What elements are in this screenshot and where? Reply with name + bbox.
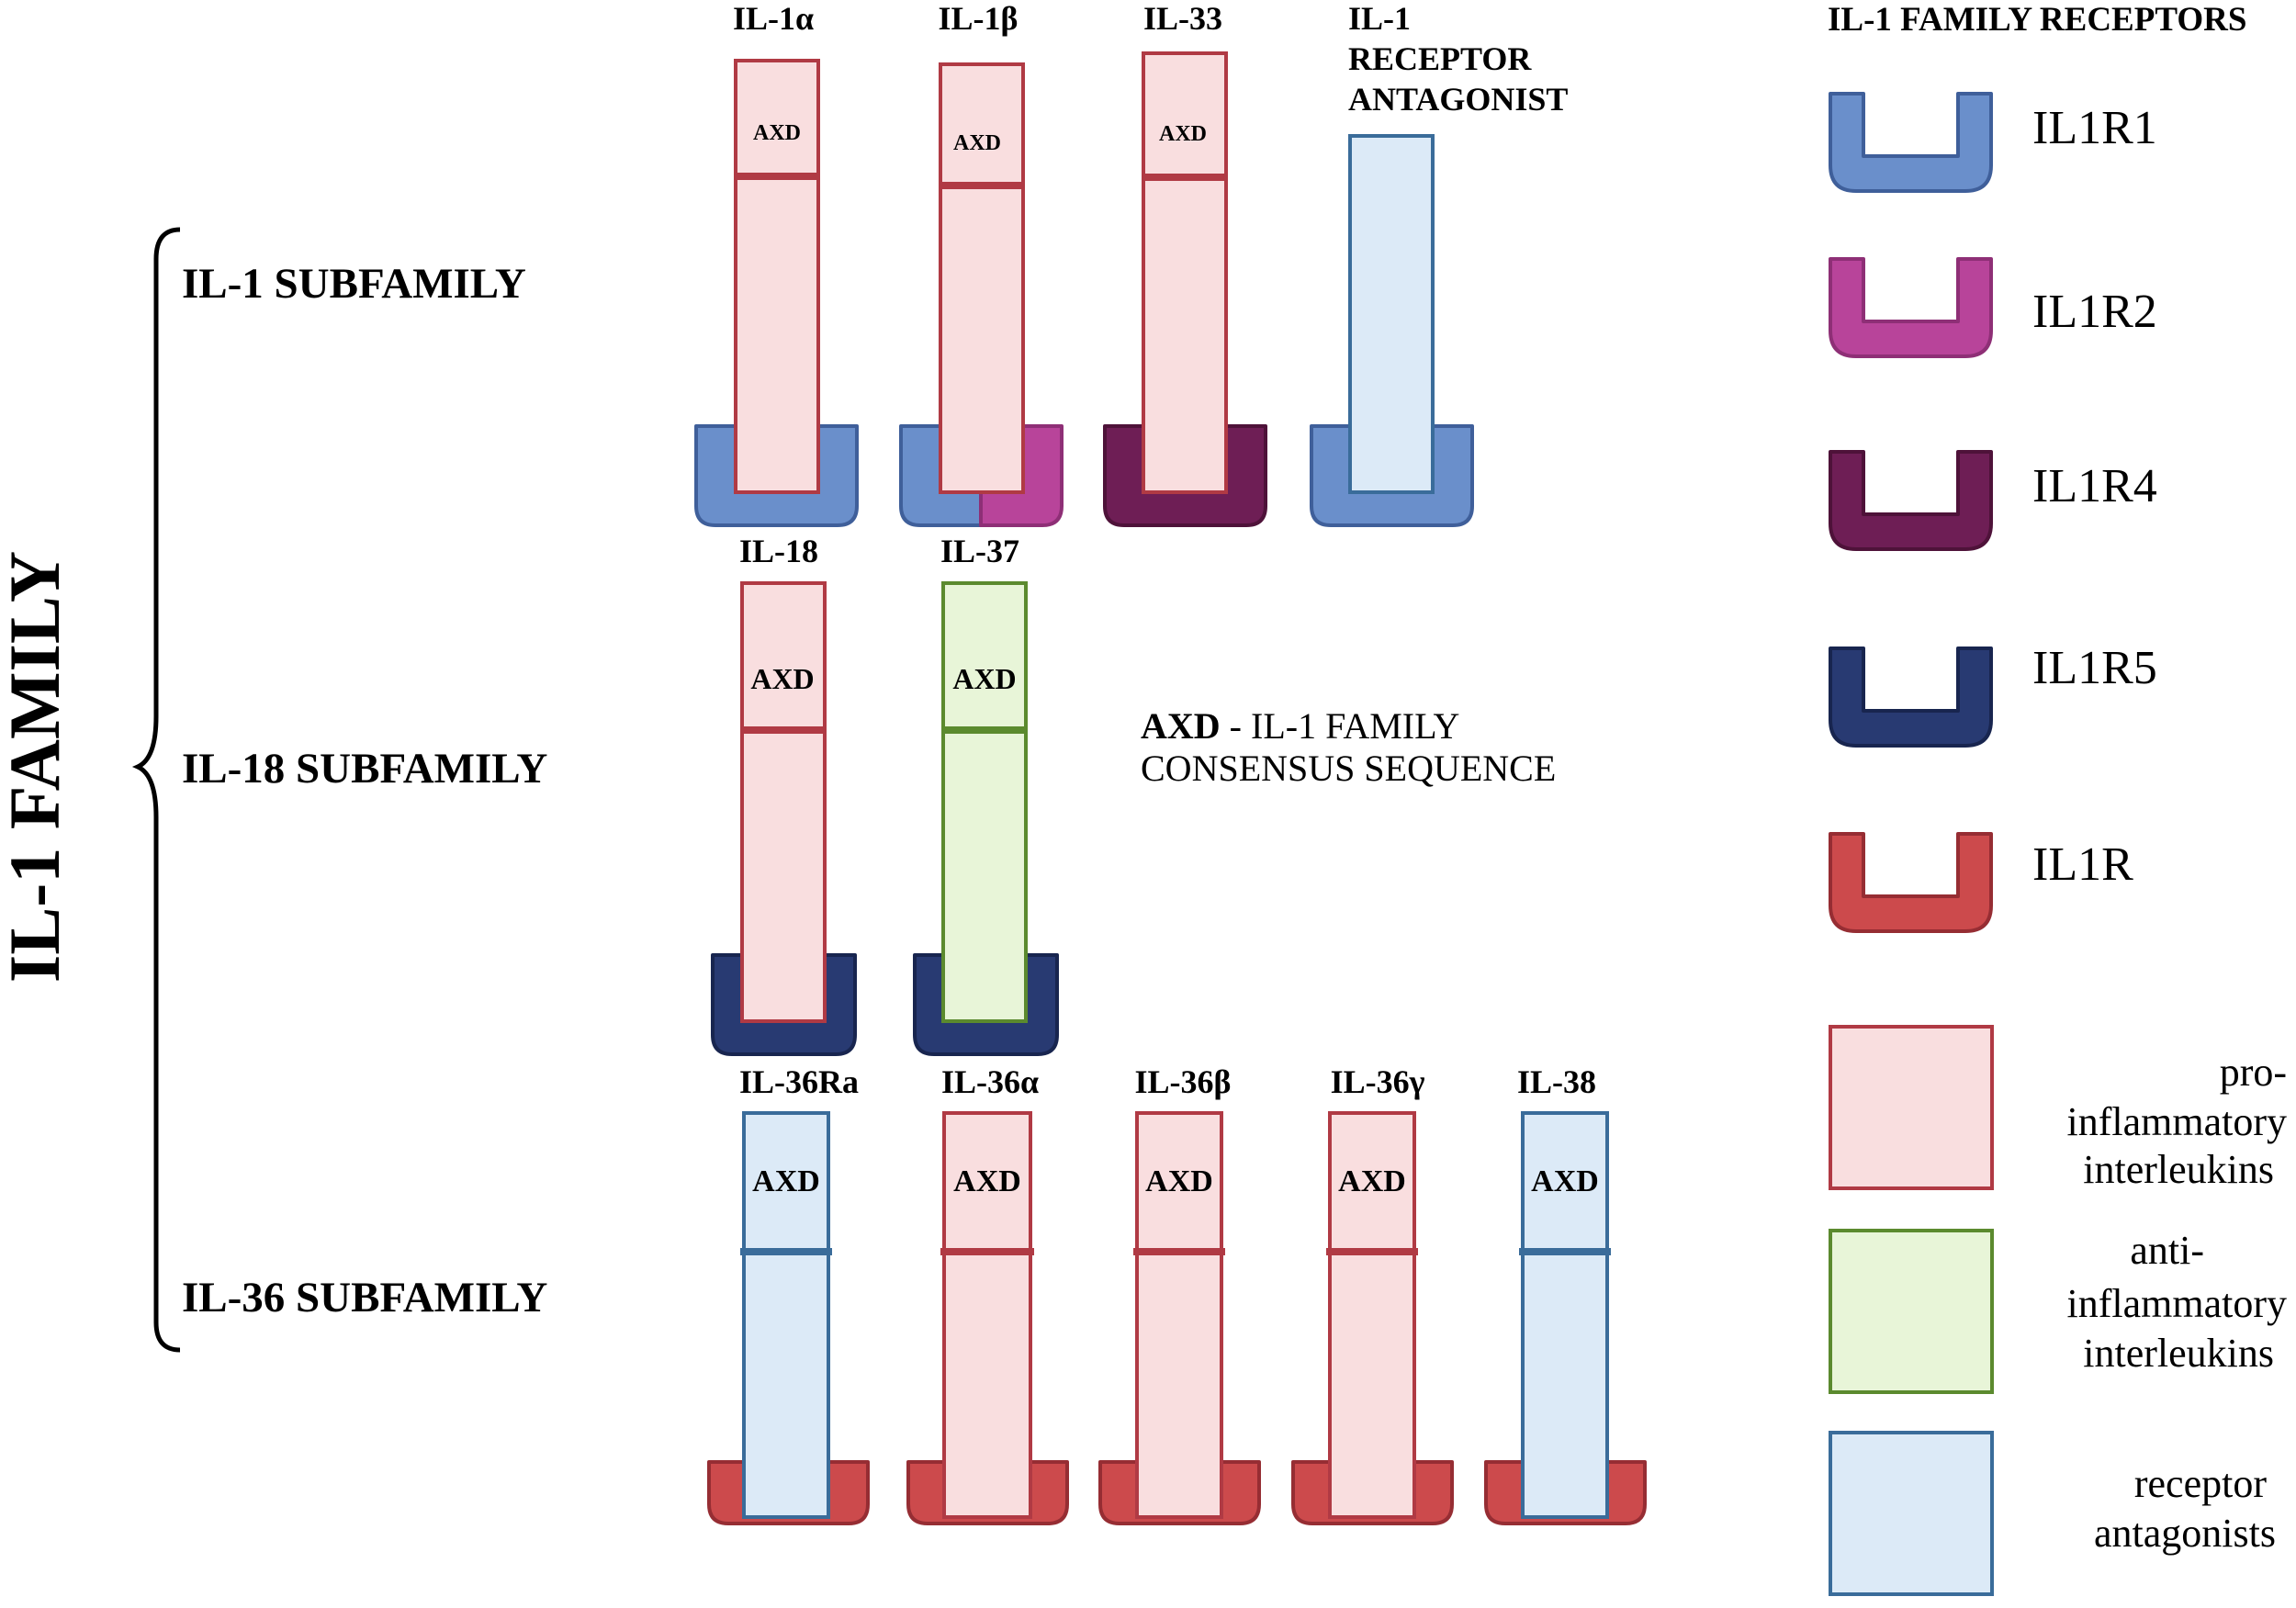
axd-label: AXD [750,662,814,695]
interleukin-bar-il-33 [1142,51,1228,494]
label-il-37: IL-37 [940,533,1019,569]
label-il-36ra: IL-36Ra [739,1063,859,1100]
label-il-18: IL-18 [739,533,818,569]
legend-label-il1r2: IL1R2 [2032,286,2157,338]
interleukin-bar-il-1b [939,62,1025,494]
interleukin-bar-il-38 [1521,1111,1609,1519]
axd-label: AXD [752,1164,820,1198]
interleukin-bar-il-36a [942,1111,1032,1519]
legend-label-anti-inflammatory-3: interleukins [2083,1331,2274,1376]
subfamily-label-il18: IL-18 SUBFAMILY [182,745,547,793]
label-il-38: IL-38 [1517,1063,1596,1100]
legend-swatch-il1r1 [1829,92,1993,193]
family-brace [131,227,181,1353]
legend-label-anti-inflammatory-1: anti- [2130,1228,2204,1273]
axd-label: AXD [1145,1164,1213,1198]
label-il-36b: IL-36β [1135,1063,1232,1100]
label-il-1ra-line2: RECEPTOR [1348,40,1532,77]
axd-label: AXD [1159,122,1207,146]
axd-label: AXD [953,131,1001,155]
axd-label: AXD [952,662,1016,695]
label-il-33: IL-33 [1143,0,1222,37]
legend-swatch-il1r5 [1829,647,1993,748]
interleukin-bar-il-18 [740,581,827,1023]
legend-label-il1r1: IL1R1 [2032,102,2157,154]
axd-note-line1: AXD - IL-1 FAMILY [1141,705,1459,747]
legend-label-anti-inflammatory-2: inflammatory [2067,1281,2288,1326]
interleukin-bar-il-1a [734,59,820,494]
legend-label-receptor-antagonists-2: antagonists [2094,1511,2276,1556]
legend-label-receptor-antagonists-1: receptor [2134,1461,2267,1506]
interleukin-bar-il-37 [941,581,1028,1023]
label-il-1a: IL-1α [733,0,814,37]
axd-label: AXD [1338,1164,1406,1198]
subfamily-label-il36: IL-36 SUBFAMILY [182,1274,547,1321]
legend-swatch-anti-inflammatory [1829,1229,1994,1394]
interleukin-bar-il-1ra [1348,134,1435,494]
axd-note-suffix: - IL-1 FAMILY [1221,705,1460,747]
legend-label-il1r: IL1R [2032,838,2133,891]
legend-swatch-receptor-antagonists [1829,1431,1994,1596]
legend-label-il1r5: IL1R5 [2032,642,2157,694]
legend-title: IL-1 FAMILY RECEPTORS [1828,1,2246,39]
legend-swatch-il1r [1829,832,1993,933]
interleukin-bar-il-36b [1135,1111,1223,1519]
axd-label: AXD [953,1164,1021,1198]
axd-label: AXD [1531,1164,1599,1198]
legend-swatch-il1r4 [1829,450,1993,551]
legend-label-pro-inflammatory-1: pro- [2220,1050,2287,1095]
axd-note-term: AXD [1141,705,1221,747]
label-il-36a: IL-36α [941,1063,1039,1100]
label-il-1b: IL-1β [939,0,1019,37]
label-il-1ra-line3: ANTAGONIST [1348,81,1568,118]
legend-swatch-pro-inflammatory [1829,1025,1994,1190]
interleukin-bar-il-36g [1328,1111,1416,1519]
axd-label: AXD [753,121,801,145]
interleukin-bar-il-36ra [742,1111,830,1519]
legend-label-pro-inflammatory-2: inflammatory [2067,1099,2288,1144]
subfamily-label-il1: IL-1 SUBFAMILY [182,260,526,308]
legend-swatch-il1r2 [1829,257,1993,358]
label-il-1ra-line1: IL-1 [1348,0,1411,37]
legend-label-il1r4: IL1R4 [2032,460,2157,512]
family-title: IL-1 FAMILY [0,551,74,983]
legend-label-pro-inflammatory-3: interleukins [2083,1147,2274,1192]
axd-note-line2: CONSENSUS SEQUENCE [1141,748,1556,789]
label-il-36g: IL-36γ [1331,1063,1425,1100]
